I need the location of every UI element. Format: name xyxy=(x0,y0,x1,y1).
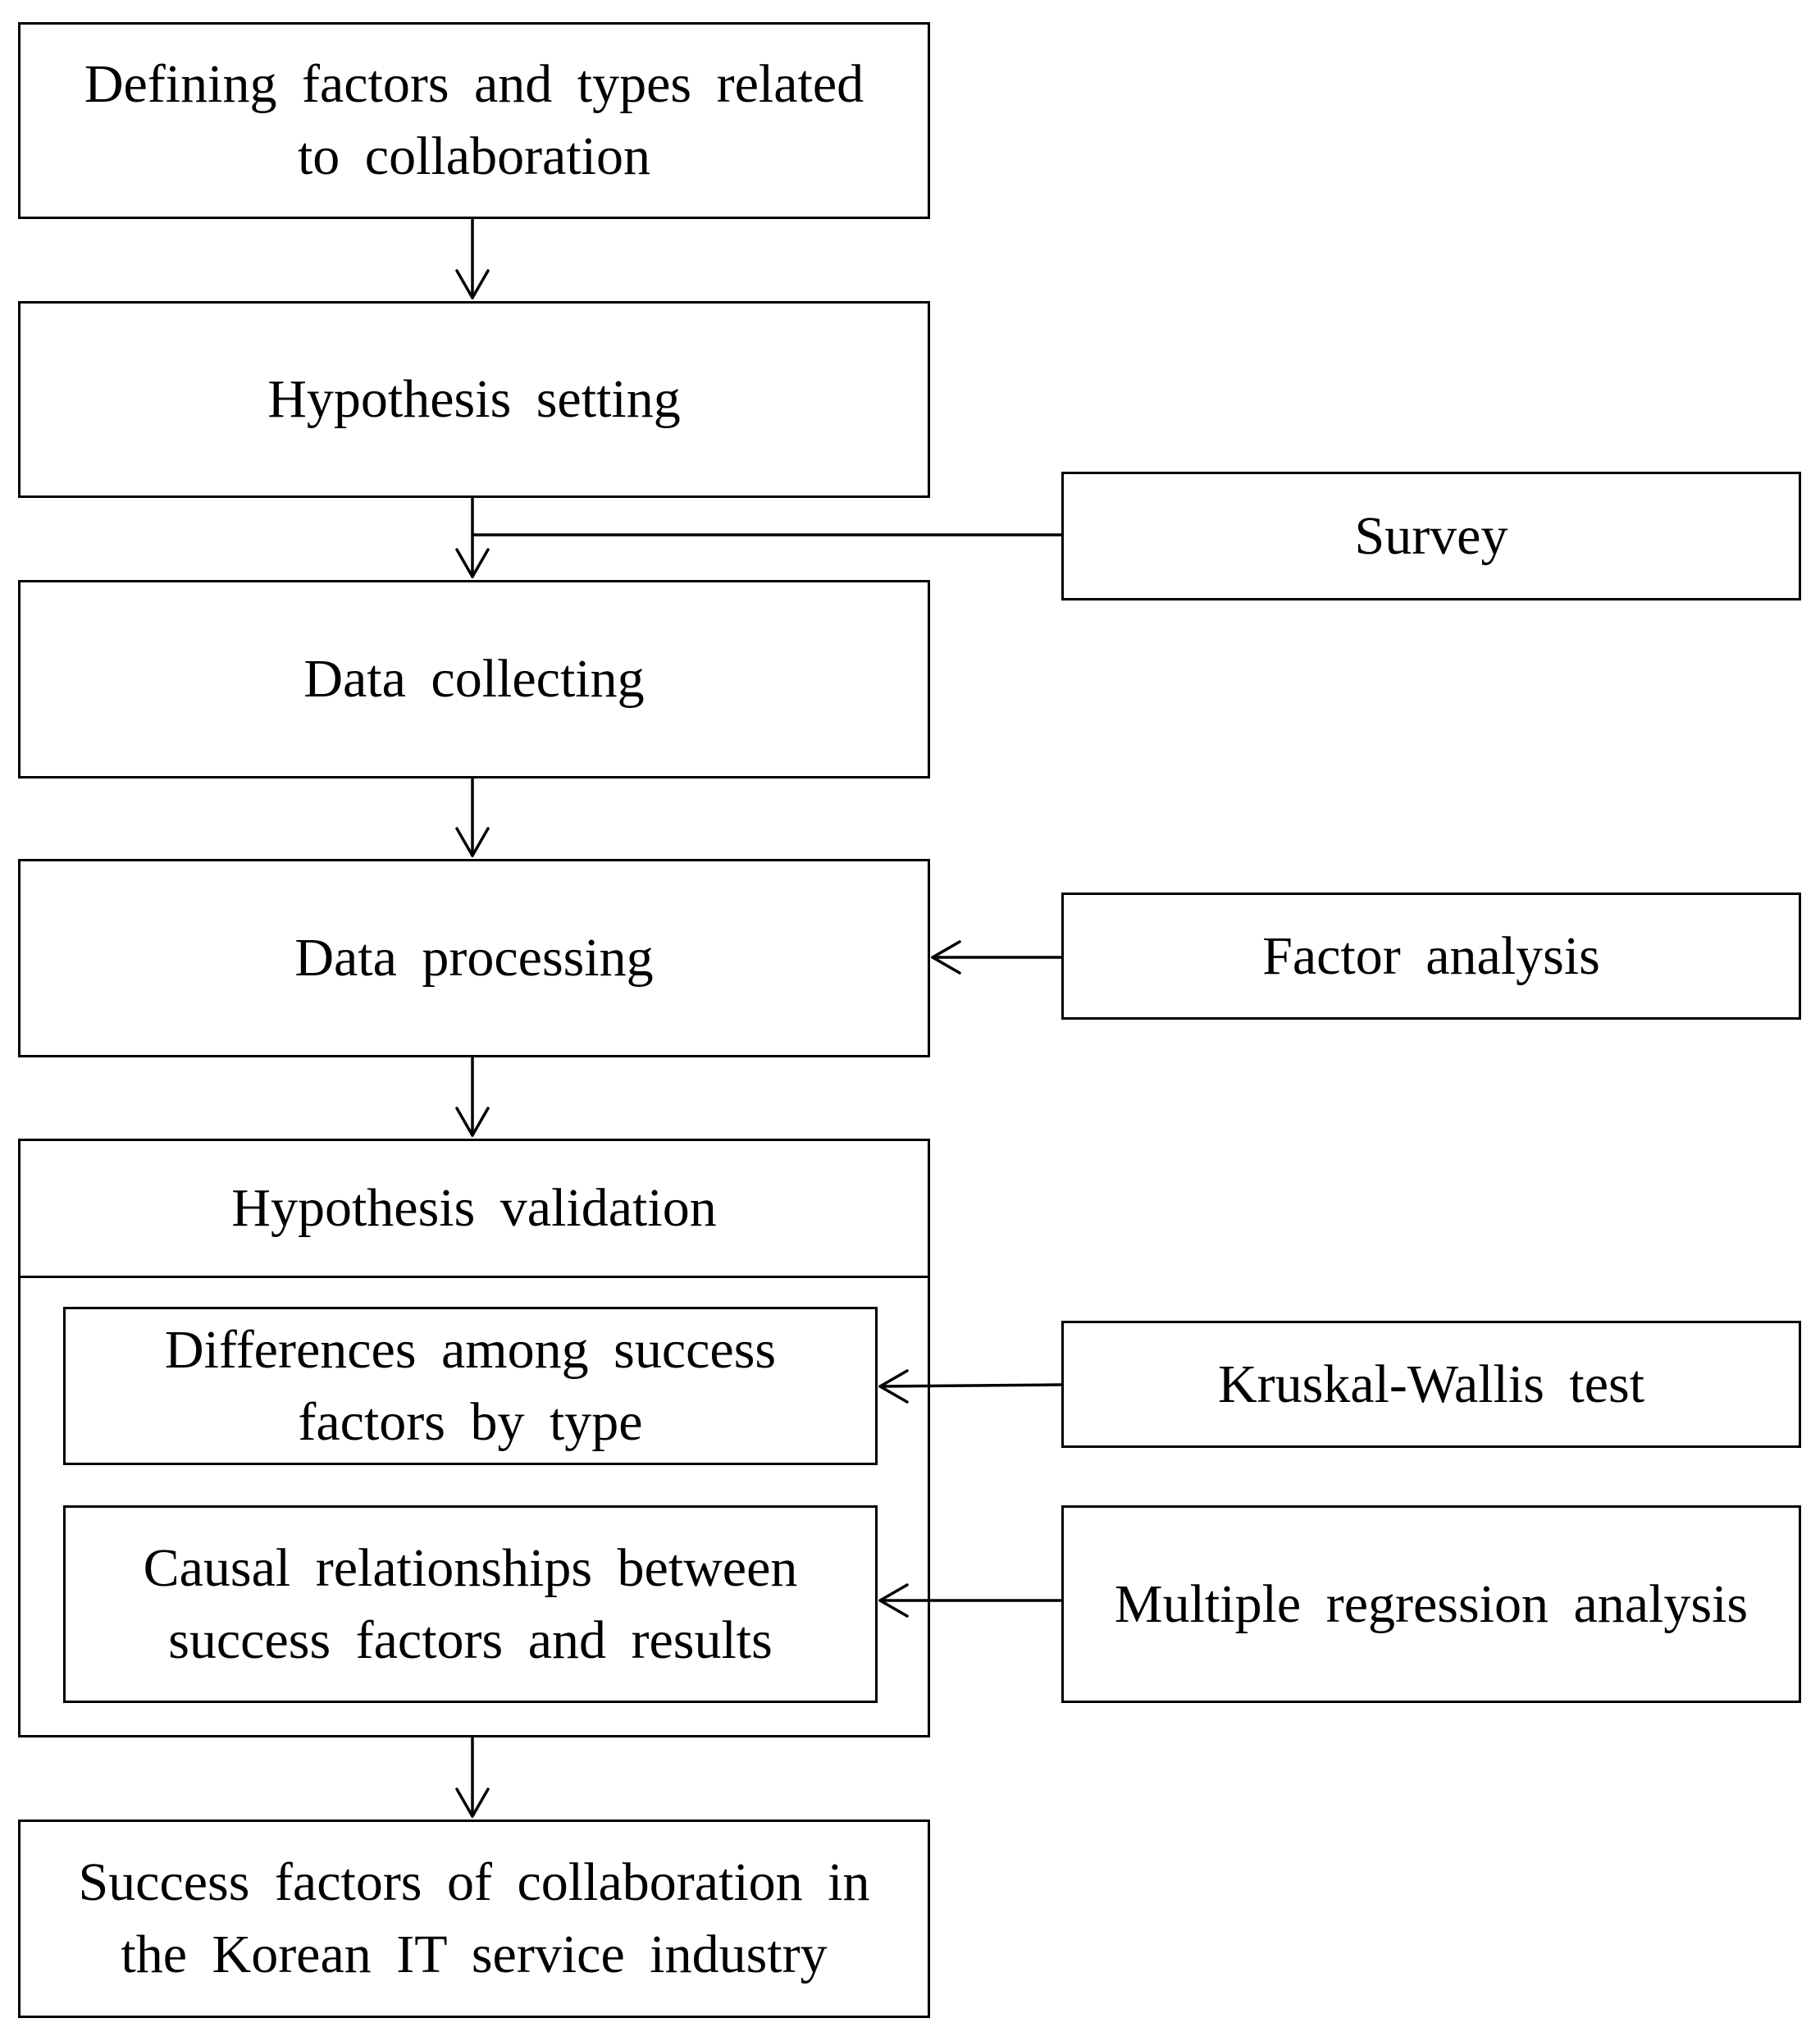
method-survey: Survey xyxy=(1061,472,1801,600)
hypothesis-validation-header: Hypothesis validation xyxy=(21,1141,928,1278)
step-hypothesis-setting: Hypothesis setting xyxy=(18,301,930,498)
substep-differences-by-type: Differences among success factors by typ… xyxy=(63,1307,878,1465)
step-defining-factors: Defining factors and types related to co… xyxy=(18,22,930,219)
substep-differences-by-type-label: Differences among success factors by typ… xyxy=(164,1319,777,1452)
method-multiple-regression: Multiple regression analysis xyxy=(1061,1505,1801,1703)
method-multiple-regression-label: Multiple regression analysis xyxy=(1114,1573,1749,1634)
method-kruskal-wallis-label: Kruskal-Wallis test xyxy=(1217,1354,1645,1414)
step-defining-factors-label: Defining factors and types related to co… xyxy=(84,54,864,186)
step-data-processing-label: Data processing xyxy=(294,928,654,989)
arrowhead-hypothesis-setting xyxy=(455,269,490,299)
method-survey-label: Survey xyxy=(1354,505,1508,566)
hypothesis-validation-title: Hypothesis validation xyxy=(231,1178,717,1239)
step-hypothesis-setting-label: Hypothesis setting xyxy=(267,369,681,430)
arrowhead-factor-analysis xyxy=(931,940,961,975)
step-result-success-factors: Success factors of collaboration in the … xyxy=(18,1820,930,2018)
step-data-collecting: Data collecting xyxy=(18,580,930,779)
arrowhead-data-collecting xyxy=(455,548,490,578)
step-data-processing: Data processing xyxy=(18,859,930,1057)
method-factor-analysis: Factor analysis xyxy=(1061,893,1801,1020)
substep-causal-relationships-label: Causal relationships between success fac… xyxy=(143,1537,798,1670)
method-factor-analysis-label: Factor analysis xyxy=(1262,925,1600,986)
arrowhead-hypothesis-validation xyxy=(455,1107,490,1137)
method-kruskal-wallis: Kruskal-Wallis test xyxy=(1061,1321,1801,1448)
substep-causal-relationships: Causal relationships between success fac… xyxy=(63,1505,878,1703)
step-result-success-factors-label: Success factors of collaboration in the … xyxy=(78,1852,870,1984)
arrowhead-result xyxy=(455,1788,490,1818)
arrowhead-data-processing xyxy=(455,827,490,857)
step-data-collecting-label: Data collecting xyxy=(303,649,645,710)
